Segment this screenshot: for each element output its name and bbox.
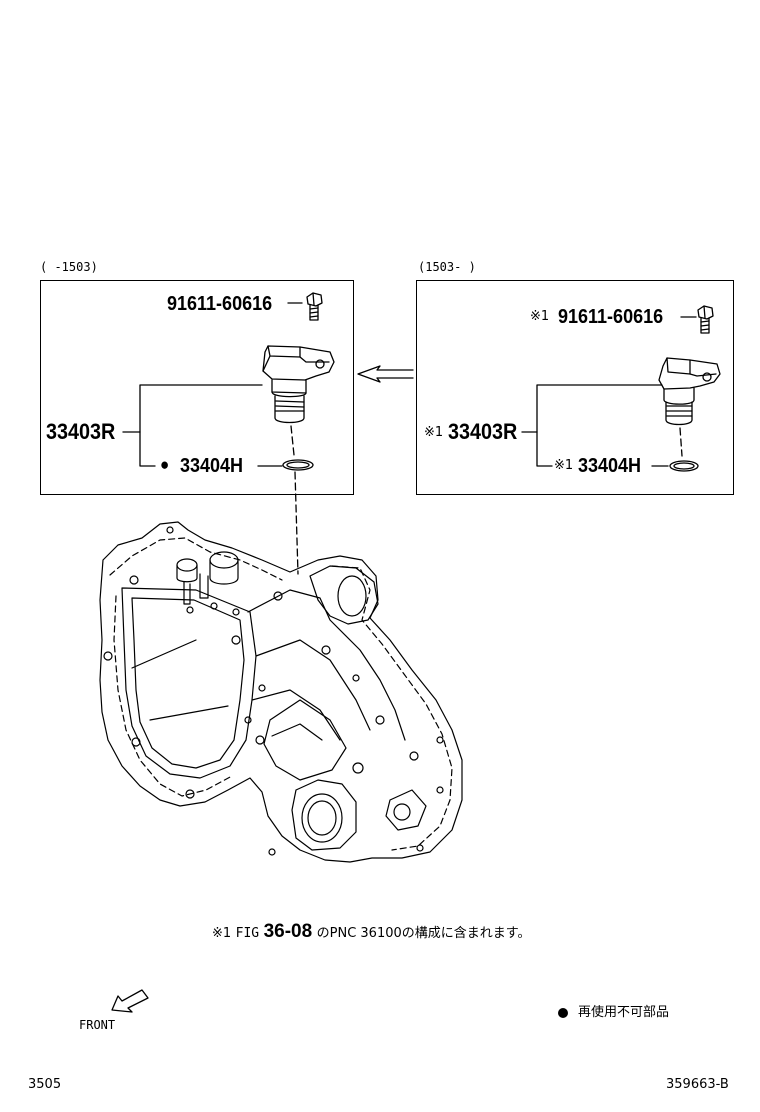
right-oring-icon (669, 460, 699, 472)
non-reusable-part-icon (558, 1008, 568, 1018)
right-panel-box (416, 280, 734, 495)
right-sensor-marker: ※1 (424, 425, 444, 440)
footnote-marker: ※1 (212, 926, 232, 941)
front-label: FRONT (79, 1018, 116, 1032)
transaxle-housing-icon (99, 521, 463, 863)
right-bolt-icon (697, 305, 714, 334)
left-speed-sensor-icon (262, 345, 335, 424)
left-bolt-icon (306, 292, 323, 321)
right-oring-part-number[interactable]: 33404H (578, 455, 642, 477)
right-speed-sensor-icon (658, 357, 721, 426)
left-oring-part-number[interactable]: 33404H (180, 455, 244, 477)
left-panel-range: ( -1503) (40, 260, 98, 274)
replaced-by-arrow-icon (357, 365, 414, 383)
left-oring-icon (282, 459, 314, 471)
footnote-fig-prefix: FIG (235, 926, 260, 941)
right-panel-range: (1503- ) (418, 260, 476, 274)
left-panel-box (40, 280, 354, 495)
legend-text: 再使用不可部品 (578, 1005, 670, 1020)
left-bolt-part-number[interactable]: 91611-60616 (167, 293, 273, 315)
left-sensor-part-number[interactable]: 33403R (46, 419, 116, 444)
page-code: 3505 (28, 1077, 62, 1092)
right-bolt-marker: ※1 (530, 309, 550, 324)
left-oring-marker: ● (160, 455, 170, 474)
right-sensor-part-number[interactable]: 33403R (448, 419, 518, 444)
diagram-id: 359663-B (666, 1077, 729, 1092)
footnote-text: のPNC 36100の構成に含まれます。 (316, 926, 531, 941)
footnote-fig-number[interactable]: 36-08 (263, 921, 313, 942)
front-arrow-icon (111, 989, 149, 1013)
right-bolt-part-number[interactable]: 91611-60616 (558, 306, 664, 328)
right-oring-marker: ※1 (554, 458, 574, 473)
footnote: ※1 FIG 36-08 のPNC 36100の構成に含まれます。 (212, 922, 530, 941)
